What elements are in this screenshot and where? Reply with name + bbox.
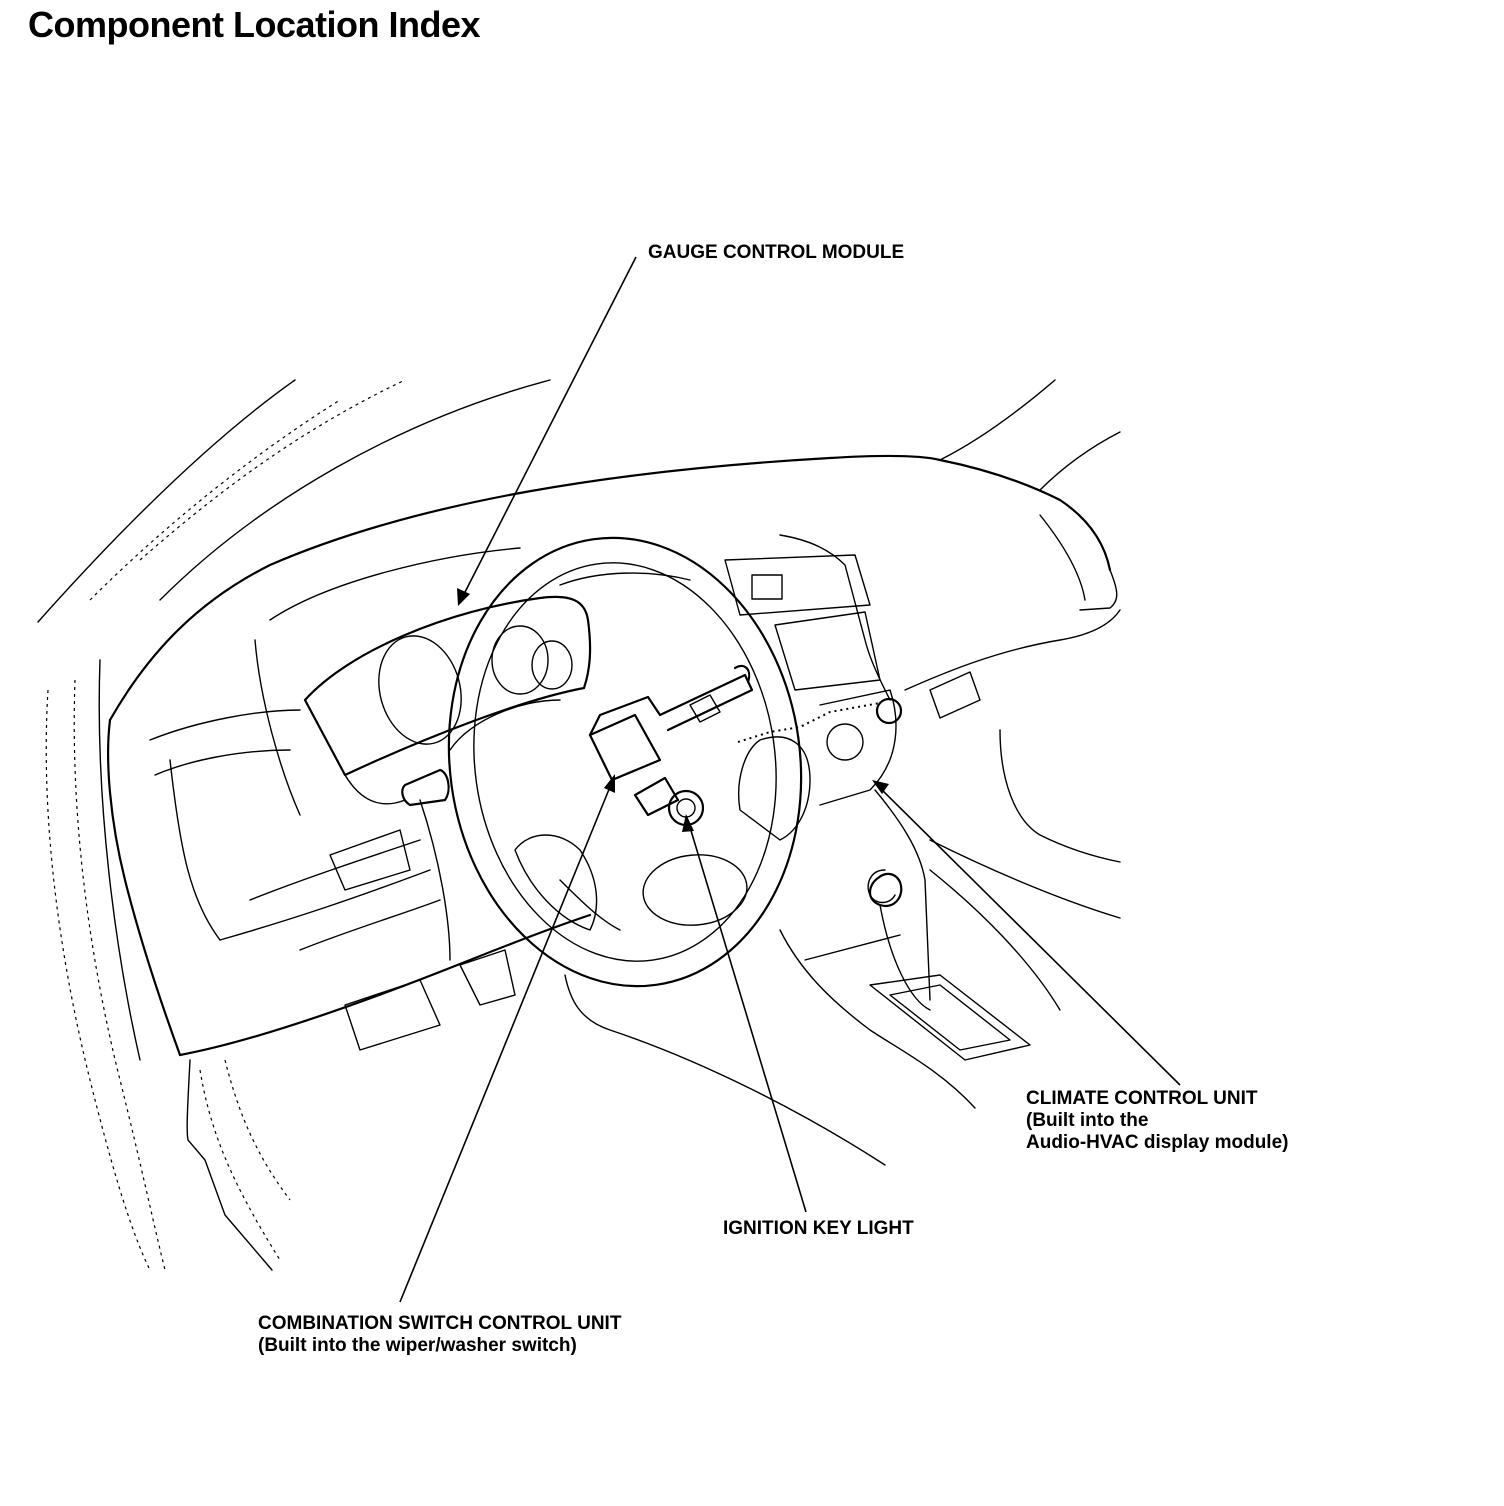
leader-ignition-key-light xyxy=(682,814,807,1213)
ignition-switch xyxy=(633,776,705,827)
dashboard-outline xyxy=(107,379,1121,1271)
climate-control-unit-label-line1: CLIMATE CONTROL UNIT xyxy=(1026,1088,1258,1109)
gauge-control-module-label: GAUGE CONTROL MODULE xyxy=(648,242,904,264)
leader-gauge-control-module xyxy=(457,256,637,606)
leader-climate-control-unit xyxy=(872,780,1181,1086)
combination-switch-control-unit-label-line2: (Built into the wiper/washer switch) xyxy=(258,1335,577,1356)
combination-switch-control-unit-label: COMBINATION SWITCH CONTROL UNIT (Built i… xyxy=(258,1313,621,1357)
leader-combination-switch xyxy=(399,774,615,1303)
steering-wheel xyxy=(447,536,811,988)
instrument-cluster xyxy=(254,547,592,816)
wiring-link xyxy=(737,702,881,743)
ignition-key-light-label-line1: IGNITION KEY LIGHT xyxy=(723,1218,914,1239)
gauge-control-module-label-line1: GAUGE CONTROL MODULE xyxy=(648,242,905,263)
a-pillar xyxy=(37,379,551,1271)
ignition-key-light-label: IGNITION KEY LIGHT xyxy=(723,1218,914,1240)
climate-control-unit-label: CLIMATE CONTROL UNIT (Built into the Aud… xyxy=(1026,1088,1288,1154)
center-stack xyxy=(724,534,1121,863)
page-title: Component Location Index xyxy=(28,4,481,45)
combination-switch-control-unit-label-line1: COMBINATION SWITCH CONTROL UNIT xyxy=(258,1313,622,1334)
center-console-shifter xyxy=(779,789,1121,1109)
lower-dash xyxy=(149,709,886,1166)
left-stalk xyxy=(401,768,450,807)
climate-control-unit-label-line2: (Built into the xyxy=(1026,1110,1149,1131)
combination-switch xyxy=(588,664,754,782)
climate-control-unit-label-line3: Audio-HVAC display module) xyxy=(1026,1132,1289,1153)
